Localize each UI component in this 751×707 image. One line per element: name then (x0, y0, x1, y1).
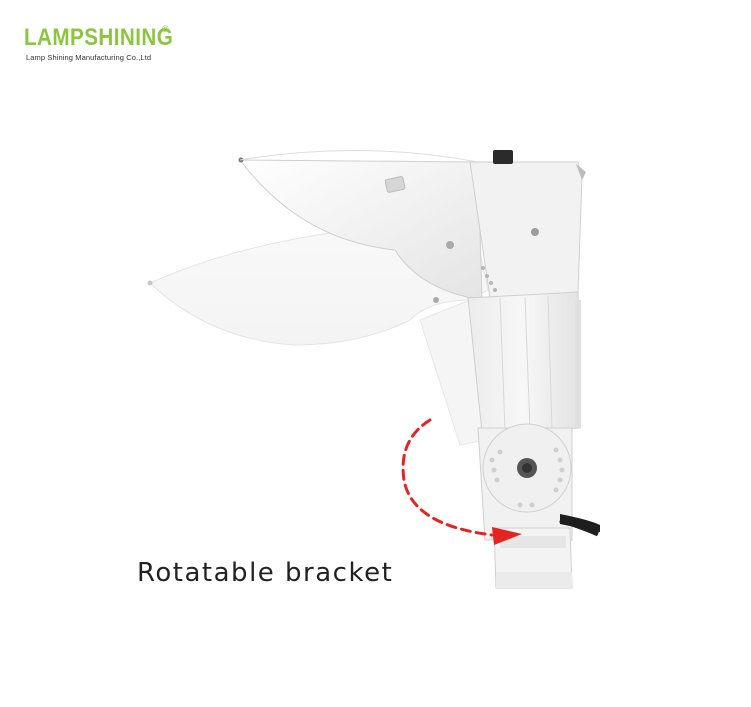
brand-tagline: Lamp Shining Manufacturing Co.,Ltd (26, 53, 152, 62)
visor-shade (238, 150, 483, 301)
caption-text: Rotatable bracket (137, 558, 394, 588)
brand-name: LAMPSHINING (24, 24, 174, 51)
bracket-joint (477, 423, 600, 541)
heat-sink-body (467, 291, 581, 433)
lamp-head (433, 150, 586, 303)
registered-mark: ® (162, 24, 169, 34)
brand-logo: LAMPSHINING ® Lamp Shining Manufacturing… (24, 24, 184, 62)
mounting-base (493, 527, 573, 589)
rotation-arrow-icon (401, 418, 522, 545)
